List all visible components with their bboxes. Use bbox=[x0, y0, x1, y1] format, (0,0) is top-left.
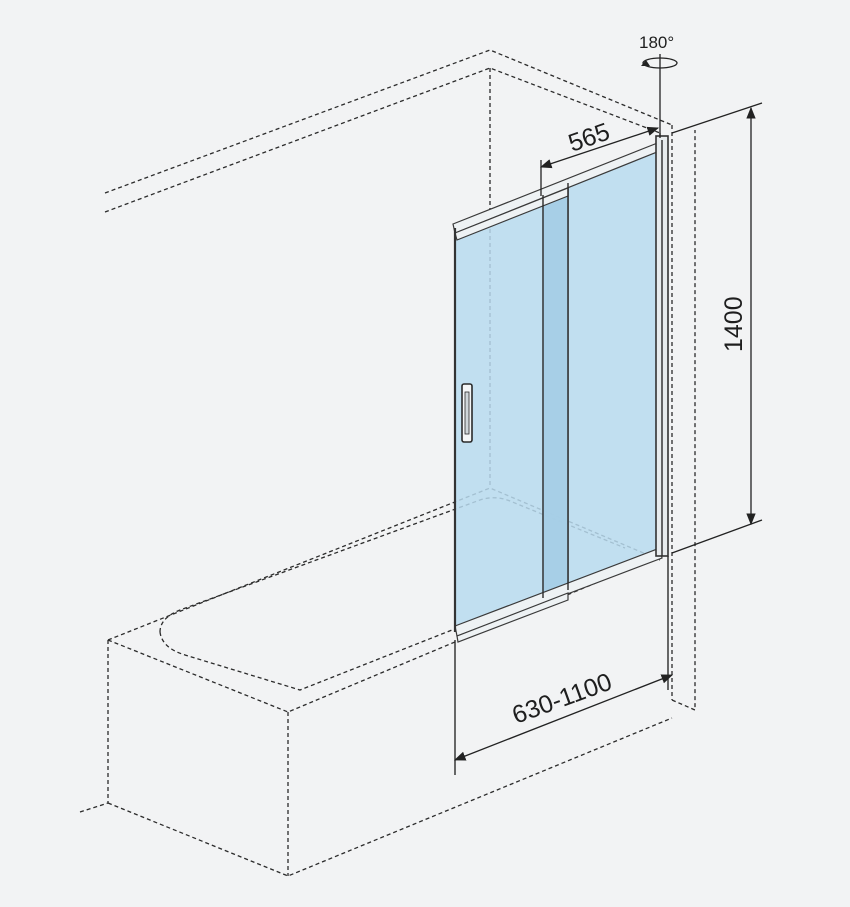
dim-1400-ext-top bbox=[671, 102, 763, 134]
rotation-label: 180° bbox=[639, 33, 674, 52]
dim-span-line bbox=[453, 674, 674, 761]
dim-span-label: 630-1100 bbox=[508, 668, 615, 730]
side-wall-bottom bbox=[671, 130, 696, 711]
dimension-height: 1400 bbox=[671, 102, 763, 554]
rotation-indicator: 180° bbox=[639, 33, 678, 138]
door-handle bbox=[461, 383, 473, 443]
dim-565-label: 565 bbox=[565, 118, 614, 158]
dim-1400-label: 1400 bbox=[720, 296, 748, 352]
rotation-arrowhead-icon bbox=[641, 60, 650, 66]
shower-screen bbox=[452, 135, 669, 775]
rotation-arrow-icon bbox=[642, 57, 678, 69]
tub-bottom-front bbox=[107, 717, 673, 877]
dimension-span: 630-1100 bbox=[453, 668, 674, 761]
glass-overlap bbox=[543, 195, 568, 595]
dim-1400-ext-bottom bbox=[671, 519, 763, 554]
back-wall-top-edge-inner bbox=[104, 67, 661, 213]
dim-565-line bbox=[539, 126, 660, 169]
bottom-rail-front bbox=[456, 592, 569, 643]
bottom-rail bbox=[454, 547, 663, 637]
tub-rim-inner-front bbox=[159, 629, 453, 691]
tub-bottom-left bbox=[79, 802, 109, 813]
back-wall-top-edge bbox=[104, 49, 673, 194]
